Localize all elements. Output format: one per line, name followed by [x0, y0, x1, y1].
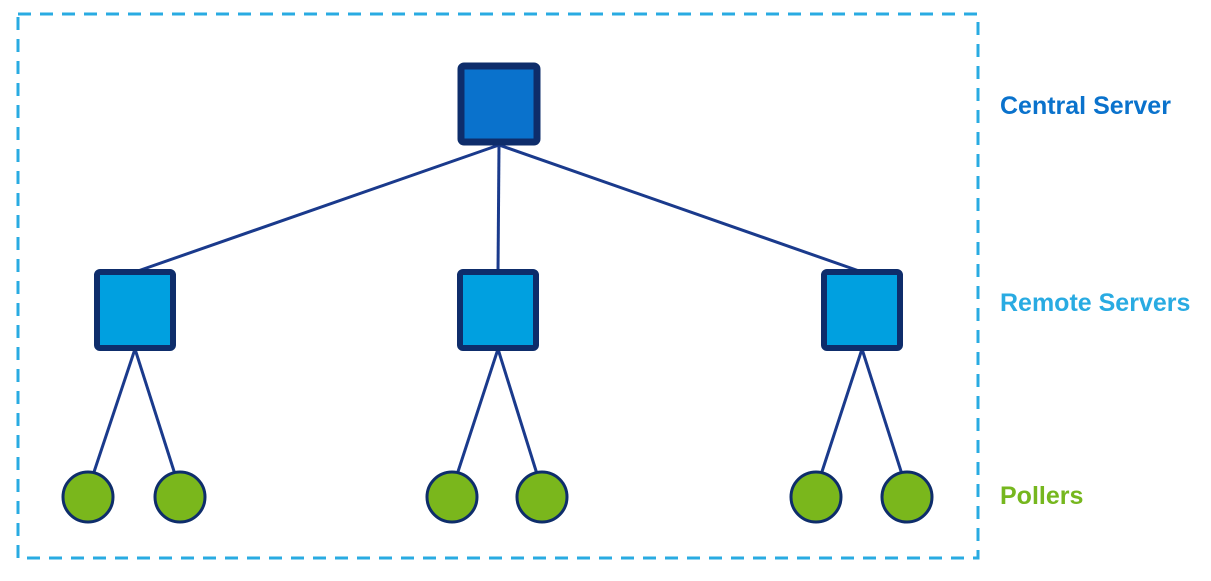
poller-node-1 [61, 470, 115, 524]
poller-node-6 [880, 470, 934, 524]
connector-central-remote-2 [496, 144, 501, 273]
poller-node-4 [515, 470, 569, 524]
remote-servers-label: Remote Servers [1000, 289, 1191, 317]
connector-central-remote-3 [498, 143, 863, 274]
connector-remote3-poller5 [814, 348, 864, 491]
diagram-boundary [16, 12, 980, 560]
connector-remote1-poller1 [86, 348, 137, 491]
pollers-label: Pollers [1000, 482, 1084, 510]
connector-central-remote-1 [134, 143, 500, 274]
central-server-node [457, 62, 541, 146]
remote-server-node-2 [457, 269, 539, 351]
connector-remote3-poller6 [860, 348, 909, 491]
poller-node-3 [425, 470, 479, 524]
central-server-label: Central Server [1000, 92, 1171, 120]
poller-node-2 [153, 470, 207, 524]
remote-server-node-1 [94, 269, 176, 351]
connector-remote2-poller4 [496, 348, 544, 491]
remote-server-node-3 [821, 269, 903, 351]
connector-remote2-poller3 [450, 348, 500, 491]
poller-node-5 [789, 470, 843, 524]
connector-remote1-poller2 [133, 348, 182, 491]
